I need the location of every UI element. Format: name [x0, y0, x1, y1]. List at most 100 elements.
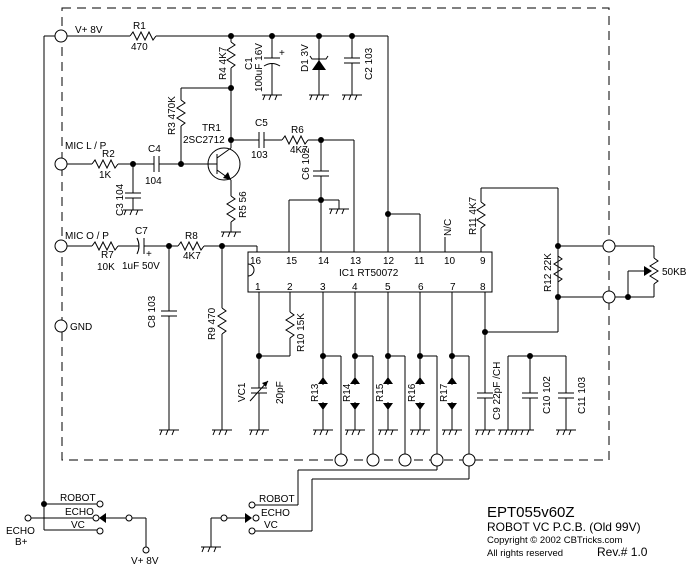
echo-bplus-label-1: ECHO: [6, 526, 35, 537]
r10-label: R10 15K: [296, 313, 307, 352]
switch-wiring: [253, 466, 470, 532]
c11-label: C11 103: [577, 376, 588, 414]
r4-resistor: [226, 36, 236, 91]
c7-plus: +: [146, 249, 152, 260]
switch1-robot-contact[interactable]: [96, 500, 104, 508]
switch1-echo-bplus-contact[interactable]: [24, 514, 32, 522]
pin1-2-net: [248, 292, 295, 436]
pot-value: 50KB: [662, 267, 687, 278]
terminal-gnd[interactable]: [54, 319, 68, 333]
title-rights: All rights reserved: [487, 548, 563, 559]
r1-ref: R1: [133, 21, 146, 32]
r11-label: R11 4K7: [468, 196, 479, 235]
r5-label: R5 56: [238, 191, 249, 218]
c3-label: C3 104: [115, 183, 126, 216]
c5-ref: C5: [255, 118, 268, 129]
terminal-sel-3[interactable]: [398, 453, 412, 467]
r13-label: R13: [310, 383, 321, 402]
pin12-11-net: [385, 211, 421, 252]
r15-label: R15: [375, 383, 386, 402]
tr1-part: 2SC2712: [183, 135, 225, 146]
terminal-sel-4[interactable]: [430, 453, 444, 467]
r11-resistor: [476, 187, 559, 297]
terminal-sel-1[interactable]: [334, 453, 348, 467]
r14-label: R14: [342, 383, 353, 402]
r12-resistor: [485, 243, 604, 333]
r6-value: 4K7: [290, 145, 308, 156]
pin-9: 9: [480, 256, 486, 267]
terminal-pot-top[interactable]: [602, 239, 616, 253]
r7-c7-r8-branch: [67, 237, 258, 436]
switch2-lever[interactable]: [200, 513, 252, 553]
vc1-ref: VC1: [237, 382, 248, 402]
pin-6: 6: [418, 282, 424, 293]
echo-bplus-label-2: B+: [15, 537, 28, 548]
tr1-transistor: [178, 88, 241, 190]
c4-value: 104: [145, 176, 162, 187]
switch1-vc-contact[interactable]: [96, 527, 104, 535]
d1-label: D1 3V: [300, 44, 311, 72]
r2-c4-branch: [67, 156, 181, 216]
pin-4: 4: [352, 282, 358, 293]
switch2-echo-label: ECHO: [261, 508, 290, 519]
terminal-sel-5[interactable]: [462, 453, 476, 467]
terminal-vplus[interactable]: [54, 29, 68, 43]
nc-label: N/C: [443, 219, 454, 236]
terminal-sel-2[interactable]: [366, 453, 380, 467]
pin-8: 8: [480, 282, 486, 293]
c7-value: 1uF 50V: [122, 261, 160, 272]
c1-plus: +: [279, 48, 285, 59]
c5-value: 103: [251, 150, 268, 161]
selector-r16: R16: [407, 292, 438, 436]
c2-label: C2 103: [364, 47, 375, 80]
pot-50kb[interactable]: [615, 245, 659, 300]
pin-12: 12: [383, 256, 395, 267]
r7-ref: R7: [101, 250, 114, 261]
r2-value: 1K: [99, 170, 112, 181]
switch2-echo-contact[interactable]: [252, 514, 260, 522]
pin-5: 5: [385, 282, 391, 293]
terminal-gnd-label: GND: [70, 322, 92, 333]
c9-capacitor: [474, 292, 496, 436]
title-model: EPT055v60Z: [487, 504, 575, 521]
pin-7: 7: [450, 282, 456, 293]
selector-r15: R15: [375, 292, 406, 436]
selector-r14: R14: [342, 292, 374, 436]
r8-ref: R8: [185, 231, 198, 242]
switch1-lever[interactable]: [99, 513, 150, 554]
pin-14: 14: [318, 256, 330, 267]
r16-label: R16: [407, 383, 418, 402]
r7-value: 10K: [97, 262, 115, 273]
terminal-mic-lp-label: MIC L / P: [65, 141, 107, 152]
ic1-notch: [247, 263, 255, 277]
switch2-robot-contact[interactable]: [248, 501, 256, 509]
tr1-ref: TR1: [202, 123, 221, 134]
r9-label: R9 470: [207, 307, 218, 340]
c9-label: C9 22pF /CH: [492, 362, 503, 420]
switch2-vc-contact[interactable]: [248, 527, 256, 535]
ic1-body: [247, 251, 493, 293]
switch1-robot-label: ROBOT: [60, 493, 96, 504]
pin-10: 10: [444, 256, 456, 267]
r6-ref: R6: [291, 125, 304, 136]
r17-label: R17: [439, 383, 450, 402]
switch2-vc-label: VC: [264, 520, 278, 531]
switch1-echo-label: ECHO: [65, 507, 94, 518]
c10-label: C10 102: [542, 376, 553, 414]
vc1-value: 20pF: [275, 381, 286, 404]
title-board: ROBOT VC P.C.B. (Old 99V): [487, 520, 641, 534]
switch2-robot-label: ROBOT: [259, 494, 295, 505]
terminal-mic-op-label: MIC O / P: [65, 231, 109, 242]
terminal-mic-lp[interactable]: [54, 157, 68, 171]
c2-capacitor: [341, 36, 363, 101]
terminal-pot-bottom[interactable]: [602, 290, 616, 304]
r4-label: R4 4K7: [218, 46, 229, 80]
r8-value: 4K7: [183, 251, 201, 262]
switch1-wiring: [31, 501, 97, 531]
ic1-bottom-pins: 1 2 3 4 5 6 7 8: [255, 282, 486, 293]
pin-11: 11: [414, 256, 425, 267]
r12-label: R12 22K: [543, 253, 554, 292]
pin-2: 2: [287, 282, 293, 293]
c10-c11: [497, 353, 577, 436]
